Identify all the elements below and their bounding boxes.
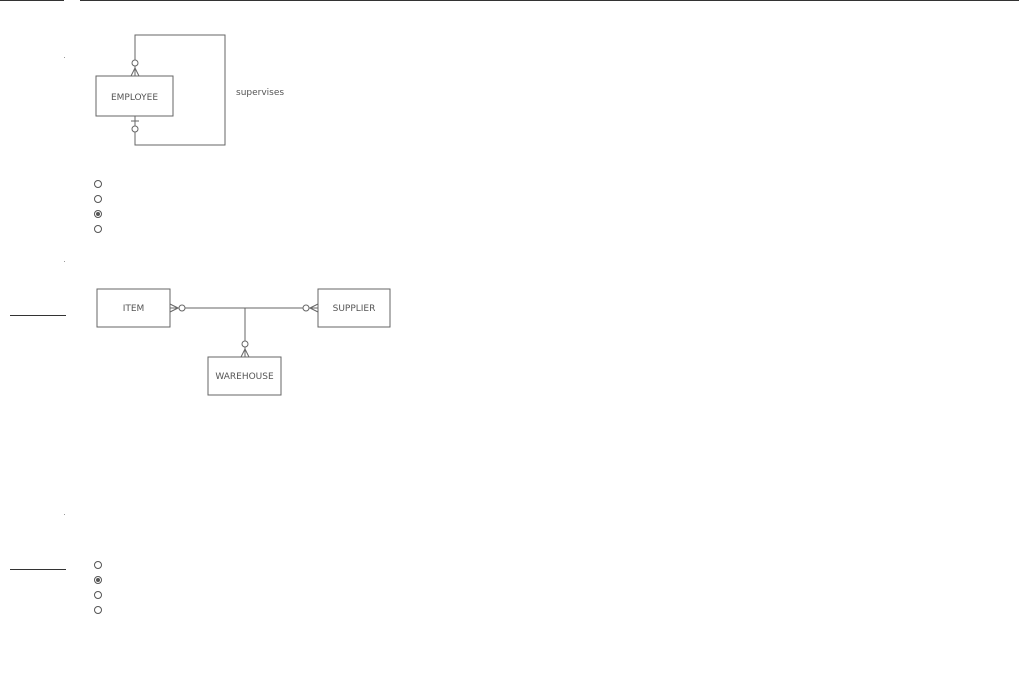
marker-dot bbox=[64, 261, 65, 262]
supervises-relationship-line bbox=[134, 34, 226, 146]
question2-option-1-radio[interactable] bbox=[94, 561, 102, 569]
question1-option-3-radio[interactable] bbox=[94, 210, 102, 218]
question2-option-2-radio[interactable] bbox=[94, 576, 102, 584]
top-rule bbox=[80, 0, 1019, 1]
supervises-label: supervises bbox=[236, 88, 284, 98]
question1-option-1-radio[interactable] bbox=[94, 180, 102, 188]
employee-entity-box bbox=[95, 75, 174, 117]
top-rule-left bbox=[0, 0, 64, 1]
marker-dot bbox=[64, 57, 65, 58]
side-rule bbox=[10, 315, 66, 316]
warehouse-entity-label: WAREHOUSE bbox=[215, 372, 274, 382]
question1-option-2-radio[interactable] bbox=[94, 195, 102, 203]
question2-option-4-radio[interactable] bbox=[94, 606, 102, 614]
item-entity-label: ITEM bbox=[123, 304, 145, 314]
warehouse-entity-box bbox=[207, 356, 282, 396]
supplier-entity-label: SUPPLIER bbox=[333, 304, 376, 314]
supplier-entity-box bbox=[317, 288, 391, 328]
marker-dot bbox=[64, 514, 65, 515]
item-entity-box bbox=[96, 288, 171, 328]
question1-option-4-radio[interactable] bbox=[94, 225, 102, 233]
question2-option-3-radio[interactable] bbox=[94, 591, 102, 599]
side-rule bbox=[10, 569, 66, 570]
employee-entity-label: EMPLOYEE bbox=[111, 93, 158, 103]
